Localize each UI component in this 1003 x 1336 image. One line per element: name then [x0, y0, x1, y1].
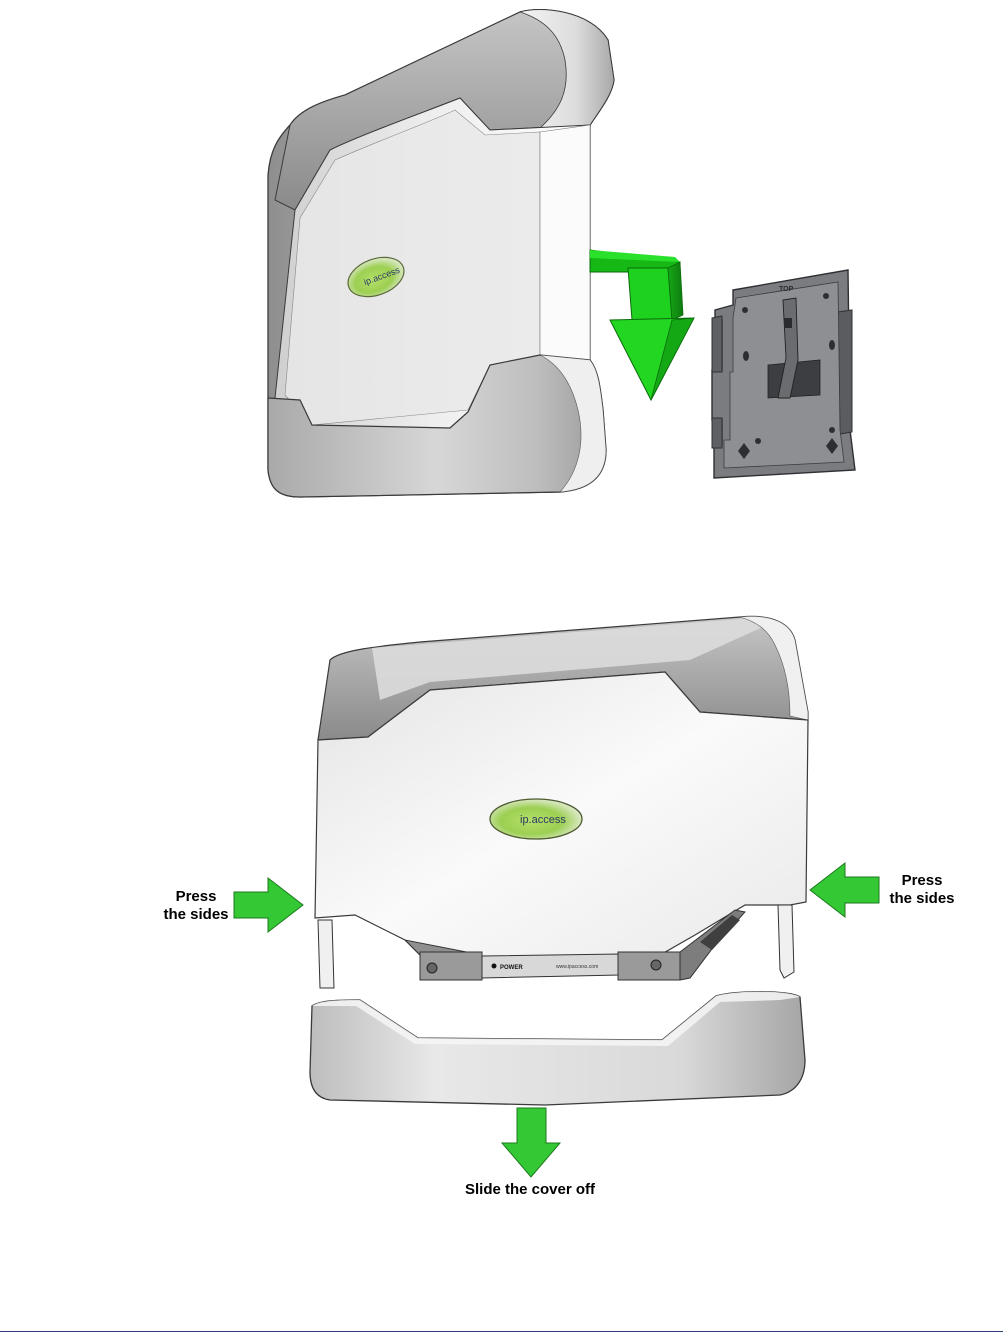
press-arrow-right	[810, 863, 879, 917]
slide-cover-label: Slide the cover off	[440, 1181, 620, 1199]
latch-tab-left	[318, 920, 334, 988]
press-left-line-2: the sides	[158, 906, 234, 924]
press-sides-label-right: Press the sides	[882, 872, 962, 908]
press-arrow-left	[234, 878, 303, 932]
slide-off-arrow	[502, 1108, 560, 1177]
press-left-line-1: Press	[158, 888, 234, 906]
device2-logo-text: ip.access	[520, 814, 566, 826]
top-figure: ip.access	[268, 10, 855, 497]
bracket-top-mark: TOP	[779, 286, 794, 293]
press-right-line-2: the sides	[882, 890, 962, 908]
bottom-cover	[310, 992, 805, 1105]
press-sides-label-left: Press the sides	[158, 888, 234, 924]
press-right-line-1: Press	[882, 872, 962, 890]
power-port-label: POWER	[500, 965, 523, 971]
device2-base-right-block	[618, 952, 680, 980]
device2-logo-badge: ip.access	[490, 799, 582, 839]
bottom-figure: ip.access POWER www.ipaccess.com	[234, 616, 879, 1177]
latch-tab-right	[778, 905, 794, 978]
page-bottom-rule	[0, 1331, 1003, 1332]
bracket-latch-window	[784, 318, 792, 328]
url-label: www.ipaccess.com	[556, 964, 598, 970]
device-end-strip	[540, 125, 590, 360]
slide-arrow-shaft	[628, 268, 672, 320]
wall-bracket: TOP	[712, 270, 855, 478]
